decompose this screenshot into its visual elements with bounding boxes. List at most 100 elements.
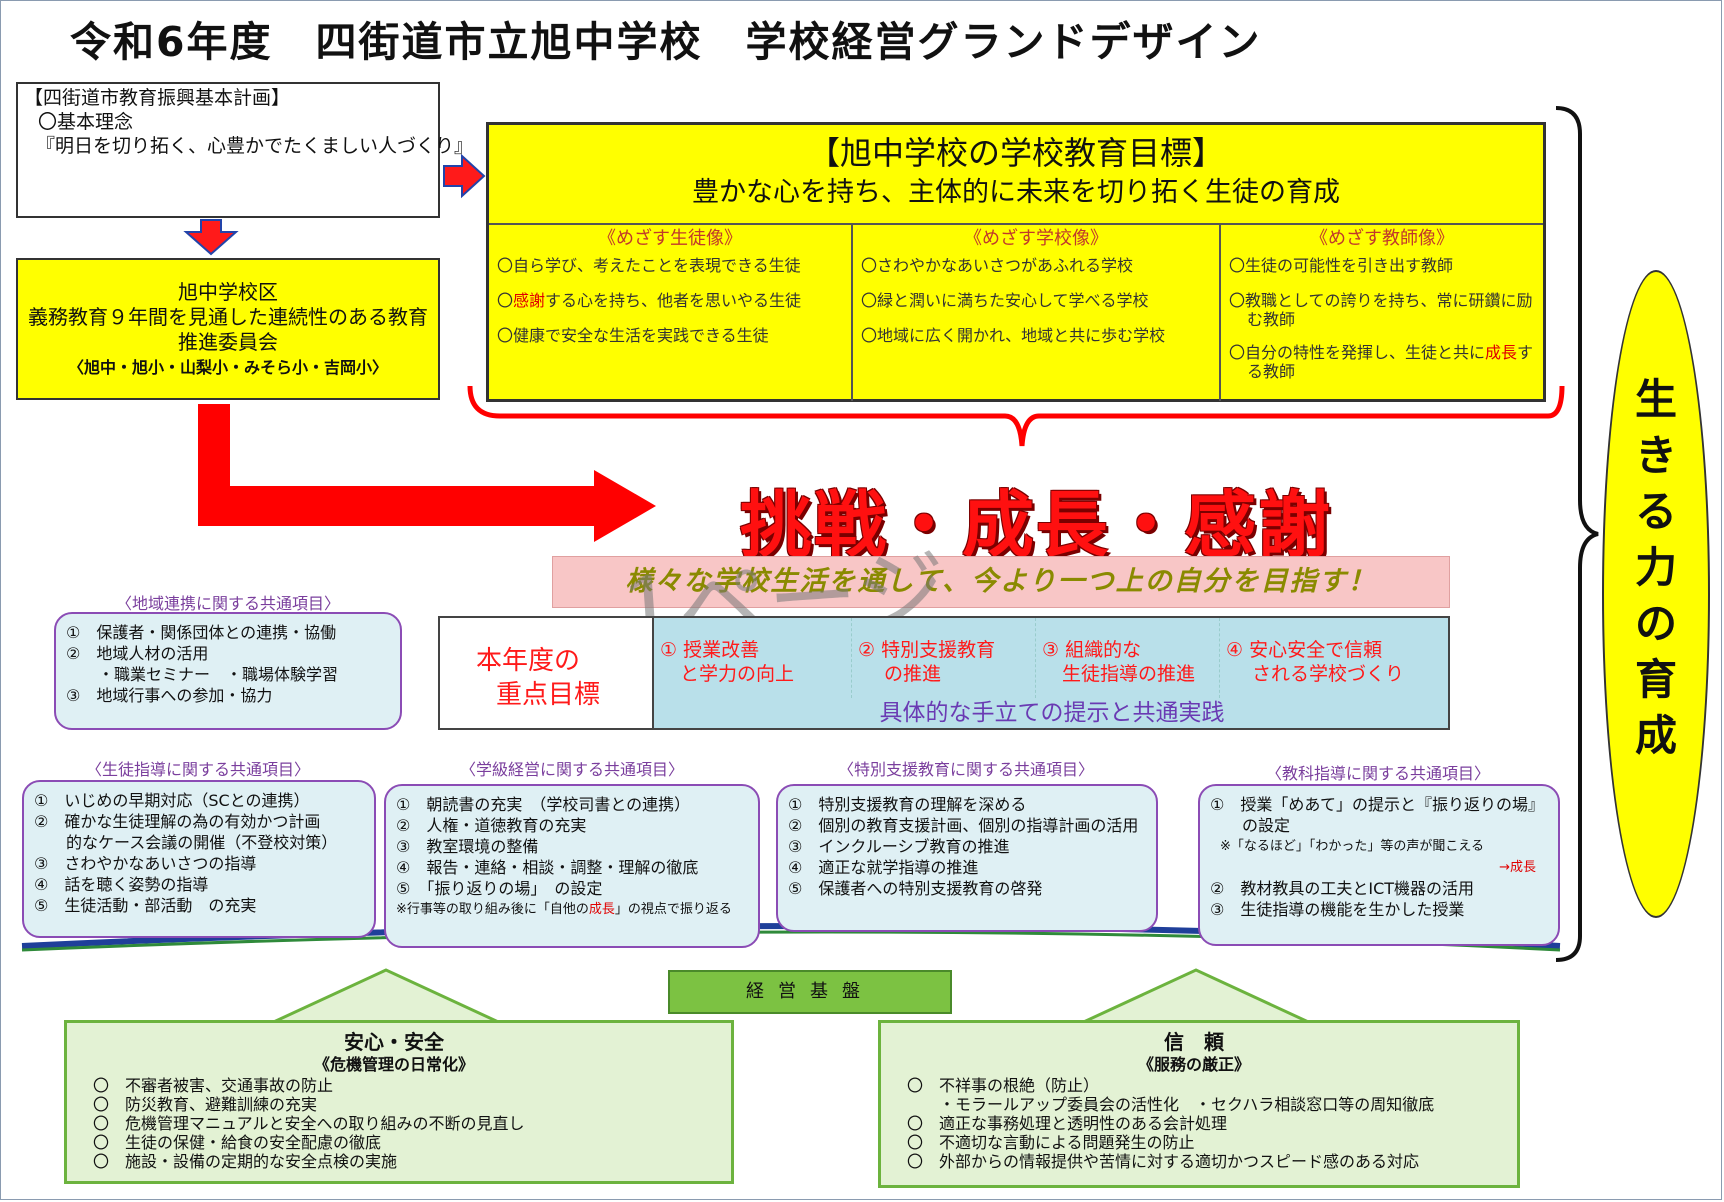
- class-line: ③ 教室環境の整備: [396, 837, 539, 856]
- guidance-line: ⑤ 生徒活動・部活動 の充実: [34, 896, 257, 915]
- goal-column-school: 《めざす学校像》 〇さわやかなあいさつがあふれる学校 〇緑と潤いに満ちた安心して…: [853, 223, 1219, 399]
- living-power-char: の: [1634, 599, 1677, 648]
- priority-item: ② 特別支援教育の推進: [852, 618, 1036, 698]
- subject-line: ① 授業「めあて」の提示と『振り返りの場』: [1210, 795, 1545, 814]
- safety-line: 〇 生徒の保健・給食の安全配慮の徹底: [93, 1133, 382, 1152]
- priority-goals-box: 本年度の 重点目標 ① 授業改善と学力の向上 ② 特別支援教育の推進 ③ 組織的…: [438, 616, 1450, 730]
- safety-line: 〇 不審者被害、交通事故の防止: [93, 1076, 334, 1095]
- arrow-plan-to-goal: [443, 153, 486, 199]
- foundation-label: 経営基盤: [668, 970, 952, 1014]
- class-line: ② 人権・道徳教育の充実: [396, 816, 587, 835]
- subject-line: ③ 生徒指導の機能を生かした授業: [1210, 900, 1465, 919]
- goal-item: 〇緑と潤いに満ちた安心して学べる学校: [861, 291, 1149, 310]
- special-box: ① 特別支援教育の理解を深める ② 個別の教育支援計画、個別の指導計画の活用 ③…: [776, 784, 1158, 932]
- goal-brace: [467, 385, 1565, 447]
- regional-line: ② 地域人材の活用: [66, 644, 209, 663]
- living-power-char: き: [1634, 431, 1677, 480]
- safety-line: 〇 危機管理マニュアルと安全への取り組みの不断の見直し: [93, 1114, 525, 1133]
- trust-line: 〇 不適切な言動による問題発生の防止: [907, 1133, 1195, 1152]
- class-line: ④ 報告・連絡・相談・調整・理解の徹底: [396, 858, 699, 877]
- safety-title: 安心・安全: [344, 1030, 444, 1054]
- priority-label-line-2: 重点目標: [496, 680, 601, 710]
- goal-item: 〇生徒の可能性を引き出す教師: [1229, 256, 1454, 275]
- trust-subtitle: 《服務の厳正》: [1137, 1055, 1250, 1074]
- regional-title: 〈地域連携に関する共通項目〉: [115, 594, 340, 613]
- zone-line-4: 〈旭中・旭小・山梨小・みそら小・吉岡小〉: [67, 358, 388, 377]
- priority-item: ① 授業改善と学力の向上: [654, 618, 852, 698]
- special-title: 〈特別支援教育に関する共通項目〉: [837, 760, 1094, 779]
- school-goal-box: 【旭中学校の学校教育目標】 豊かな心を持ち、主体的に未来を切り拓く生徒の育成 《…: [486, 122, 1546, 402]
- arrow-zone-to-slogan: [198, 404, 656, 542]
- special-line: ⑤ 保護者への特別支援教育の啓発: [788, 879, 1043, 898]
- plan-line-2: 『明日を切り拓く、心豊かでたくましい人づくり』: [36, 135, 474, 157]
- goal-column-heading: 《めざす学校像》: [964, 228, 1108, 249]
- regional-line: ① 保護者・関係団体との連携・協働: [66, 623, 337, 642]
- regional-box: ① 保護者・関係団体との連携・協働 ② 地域人材の活用 ・職業セミナー ・職場体…: [54, 612, 402, 730]
- guidance-title: 〈生徒指導に関する共通項目〉: [85, 760, 310, 779]
- goal-item: 〇健康で安全な生活を実践できる生徒: [497, 326, 769, 345]
- subject-line: ② 教材教具の工夫とICT機器の活用: [1210, 879, 1475, 898]
- special-line: ④ 適正な就学指導の推進: [788, 858, 979, 877]
- subject-line: の設定: [1210, 816, 1291, 835]
- regional-line: ③ 地域行事への参加・協力: [66, 686, 273, 705]
- goal-item: 〇感謝する心を持ち、他者を思いやる生徒: [497, 291, 802, 310]
- goal-title: 【旭中学校の学校教育目標】: [807, 134, 1224, 172]
- goal-item: 〇教職としての誇りを持ち、常に研鑽に励む教師: [1229, 291, 1533, 329]
- guidance-line: ③ さわやかなあいさつの指導: [34, 854, 257, 873]
- special-line: ② 個別の教育支援計画、個別の指導計画の活用: [788, 816, 1139, 835]
- class-box: ① 朝読書の充実 （学校司書との連携） ② 人権・道徳教育の充実 ③ 教室環境の…: [384, 784, 760, 948]
- class-title: 〈学級経営に関する共通項目〉: [459, 760, 684, 779]
- special-line: ③ インクルーシブ教育の推進: [788, 837, 1010, 856]
- goal-subtitle: 豊かな心を持ち、主体的に未来を切り拓く生徒の育成: [692, 177, 1340, 208]
- zone-line-2: 義務教育９年間を見通した連続性のある教育: [28, 305, 428, 329]
- living-power-char: 育: [1634, 655, 1677, 704]
- safety-subtitle: 《危機管理の日常化》: [313, 1055, 474, 1074]
- living-power-ellipse: 生きる力の育成: [1602, 270, 1710, 918]
- priority-footer: 具体的な手立ての提示と共通実践: [879, 700, 1225, 726]
- trust-line: 〇 適正な事務処理と透明性のある会計処理: [907, 1114, 1228, 1133]
- subject-note: ※「なるほど」「わかった」等の声が聞こえる: [1220, 839, 1485, 854]
- guidance-box: ① いじめの早期対応（SCとの連携） ② 確かな生徒理解の為の有効かつ計画 的な…: [22, 780, 376, 938]
- regional-line: ・職業セミナー ・職場体験学習: [66, 665, 339, 684]
- education-plan-box: 【四街道市教育振興基本計画】 〇基本理念 『明日を切り拓く、心豊かでたくましい人…: [16, 82, 474, 218]
- goal-column-heading: 《めざす教師像》: [1310, 228, 1454, 249]
- goal-header: 【旭中学校の学校教育目標】 豊かな心を持ち、主体的に未来を切り拓く生徒の育成: [489, 125, 1543, 225]
- guidance-line: ① いじめの早期対応（SCとの連携）: [34, 791, 310, 810]
- living-power-char: 生: [1634, 375, 1677, 424]
- goal-item: 〇地域に広く開かれ、地域と共に歩む学校: [861, 326, 1166, 345]
- priority-item: ④ 安心安全で信頼される学校づくり: [1226, 639, 1405, 685]
- trust-line: 〇 不祥事の根絶（防止）: [907, 1076, 1100, 1095]
- guidance-line: ② 確かな生徒理解の為の有効かつ計画: [34, 812, 321, 831]
- goal-item: 〇自分の特性を発揮し、生徒と共に成長する教師: [1229, 343, 1534, 381]
- goal-column-heading: 《めざす生徒像》: [598, 228, 742, 249]
- plan-line-1: 〇基本理念: [38, 111, 134, 133]
- zone-line-1: 旭中学校区: [178, 280, 278, 304]
- living-power-text: 生きる力の育成: [1604, 372, 1708, 764]
- goal-item: 〇さわやかなあいさつがあふれる学校: [861, 256, 1134, 275]
- zone-line-3: 推進委員会: [178, 330, 278, 354]
- priority-item: ③ 組織的な生徒指導の推進: [1036, 618, 1220, 698]
- safety-line: 〇 防災教育、避難訓練の充実: [93, 1095, 318, 1114]
- arrow-plan-to-zone: [183, 219, 239, 256]
- subject-note-red: →成長: [1499, 860, 1536, 875]
- plan-heading: 【四街道市教育振興基本計画】: [24, 87, 291, 109]
- priority-label: 本年度の 重点目標: [440, 618, 654, 728]
- goal-item: 〇自ら学び、考えたことを表現できる生徒: [497, 256, 801, 275]
- goal-divider: [1219, 223, 1221, 401]
- page-title: 令和6年度 四街道市立旭中学校 学校経営グランドデザイン: [70, 18, 1262, 66]
- subject-title: 〈教科指導に関する共通項目〉: [1265, 764, 1490, 783]
- school-zone-box: 旭中学校区 義務教育９年間を見通した連続性のある教育 推進委員会 〈旭中・旭小・…: [16, 258, 440, 400]
- right-brace: [1555, 106, 1599, 962]
- class-line: ① 朝読書の充実 （学校司書との連携）: [396, 795, 691, 814]
- class-note: ※行事等の取り組み後に「自他の成長」の視点で振り返る: [396, 902, 732, 917]
- priority-label-line-1: 本年度の: [476, 646, 581, 676]
- safety-box: 安心・安全 《危機管理の日常化》 〇 不審者被害、交通事故の防止 〇 防災教育、…: [64, 1020, 734, 1184]
- guidance-line: 的なケース会議の開催（不登校対策）: [34, 833, 338, 852]
- slogan: 挑戦・成長・感謝: [740, 483, 1333, 567]
- living-power-char: 力: [1634, 543, 1677, 592]
- safety-line: 〇 施設・設備の定期的な安全点検の実施: [93, 1152, 398, 1171]
- trust-line: 〇 外部からの情報提供や苦情に対する適切かつスピード感のある対応: [907, 1152, 1420, 1171]
- special-line: ① 特別支援教育の理解を深める: [788, 795, 1027, 814]
